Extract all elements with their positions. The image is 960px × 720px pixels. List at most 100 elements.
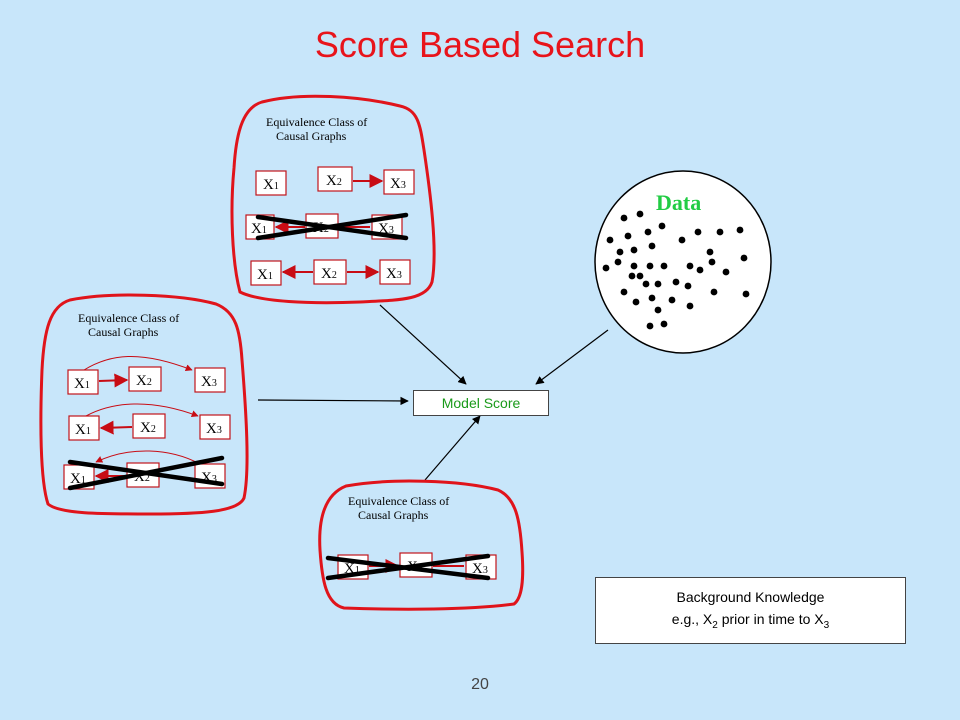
data-point [606,236,614,244]
equivalence-class-title: Causal Graphs [358,508,429,522]
svg-text:X3: X3 [206,421,222,437]
node-x1 [255,170,287,196]
data-point [644,228,652,236]
data-point [696,266,704,274]
data-point [706,248,714,256]
data-point [660,262,668,270]
equivalence-class-title: Equivalence Class of [266,115,367,129]
svg-text:X1: X1 [251,221,267,237]
data-point [628,272,636,280]
data-point [678,236,686,244]
svg-text:X1: X1 [75,422,91,438]
node-x2 [132,413,166,439]
cross-out-mark [255,212,409,241]
data-sample: Data [594,170,772,354]
svg-text:X1: X1 [257,267,273,283]
data-point [694,228,702,236]
equivalence-class-top: Equivalence Class of Causal Graphs X1 X2… [230,94,436,305]
background-knowledge-box: Background Knowledge e.g., X2 prior in t… [595,577,906,644]
svg-text:X1: X1 [344,561,360,577]
data-point [742,290,750,298]
node-x1 [250,260,282,286]
equivalence-class-title: Causal Graphs [276,129,347,143]
equivalence-class-outline [318,479,525,611]
background-knowledge-example: e.g., X2 prior in time to X3 [671,611,830,631]
data-point [648,242,656,250]
data-point [708,258,716,266]
equivalence-class-title: Equivalence Class of [348,494,449,508]
svg-text:X3: X3 [201,374,217,390]
node-x2 [317,166,353,192]
data-label: Data [656,190,701,215]
edge-arrow [83,355,193,372]
data-point [602,264,610,272]
data-point [654,306,662,314]
background-knowledge-title: Background Knowledge [676,589,825,605]
node-x2 [313,259,347,285]
data-point [648,294,656,302]
connector-bottom-blob [424,415,481,481]
data-point [630,262,638,270]
data-point [686,262,694,270]
data-point [658,222,666,230]
equivalence-class-bottom: Equivalence Class of Causal Graphs X1 X2… [318,479,525,611]
data-point [646,262,654,270]
connector-left-blob [257,396,409,406]
svg-text:X2: X2 [136,373,152,389]
data-point [614,258,622,266]
equivalence-class-outline [39,293,249,516]
data-point [620,288,628,296]
equivalence-class-left: Equivalence Class of Causal Graphs X1 X2… [39,293,249,516]
equivalence-class-title: Causal Graphs [88,325,159,339]
svg-text:X1: X1 [74,376,90,392]
data-points [602,210,750,330]
node-x2 [128,366,162,392]
equivalence-class-title: Equivalence Class of [78,311,179,325]
data-point [646,322,654,330]
data-point [632,298,640,306]
cross-out-mark [67,455,225,491]
data-point [636,272,644,280]
edge-arrow [95,450,201,465]
edge-arrow [85,403,199,418]
data-point [654,280,662,288]
cross-out-mark [325,553,491,581]
model-score-box: Model Score [413,390,549,416]
svg-text:X2: X2 [140,420,156,436]
svg-text:X3: X3 [201,470,217,486]
data-point [722,268,730,276]
data-point [710,288,718,296]
svg-text:X2: X2 [321,266,337,282]
node-x3 [199,414,231,440]
slide-title: Score Based Search [314,24,646,65]
node-x1 [67,369,99,395]
connector-data [535,329,609,385]
data-point [740,254,748,262]
data-point [624,232,632,240]
data-point [660,320,668,328]
data-point [686,302,694,310]
svg-text:X1: X1 [70,471,86,487]
svg-text:X3: X3 [472,561,488,577]
data-point [616,248,624,256]
svg-text:X1: X1 [263,177,279,193]
data-point [636,210,644,218]
node-x3 [194,367,226,393]
node-x1 [68,415,100,441]
data-point [716,228,724,236]
svg-text:X3: X3 [386,266,402,282]
data-point [672,278,680,286]
data-point [684,282,692,290]
svg-text:X3: X3 [390,176,406,192]
page-number: 20 [471,676,489,693]
data-point [668,296,676,304]
edge-arrow [99,420,133,435]
svg-text:X2: X2 [134,469,150,485]
data-point [736,226,744,234]
connector-top-blob [379,304,467,385]
equivalence-class-outline [230,94,436,305]
node-x3 [383,169,415,195]
svg-text:X2: X2 [326,173,342,189]
svg-text:X3: X3 [378,221,394,237]
